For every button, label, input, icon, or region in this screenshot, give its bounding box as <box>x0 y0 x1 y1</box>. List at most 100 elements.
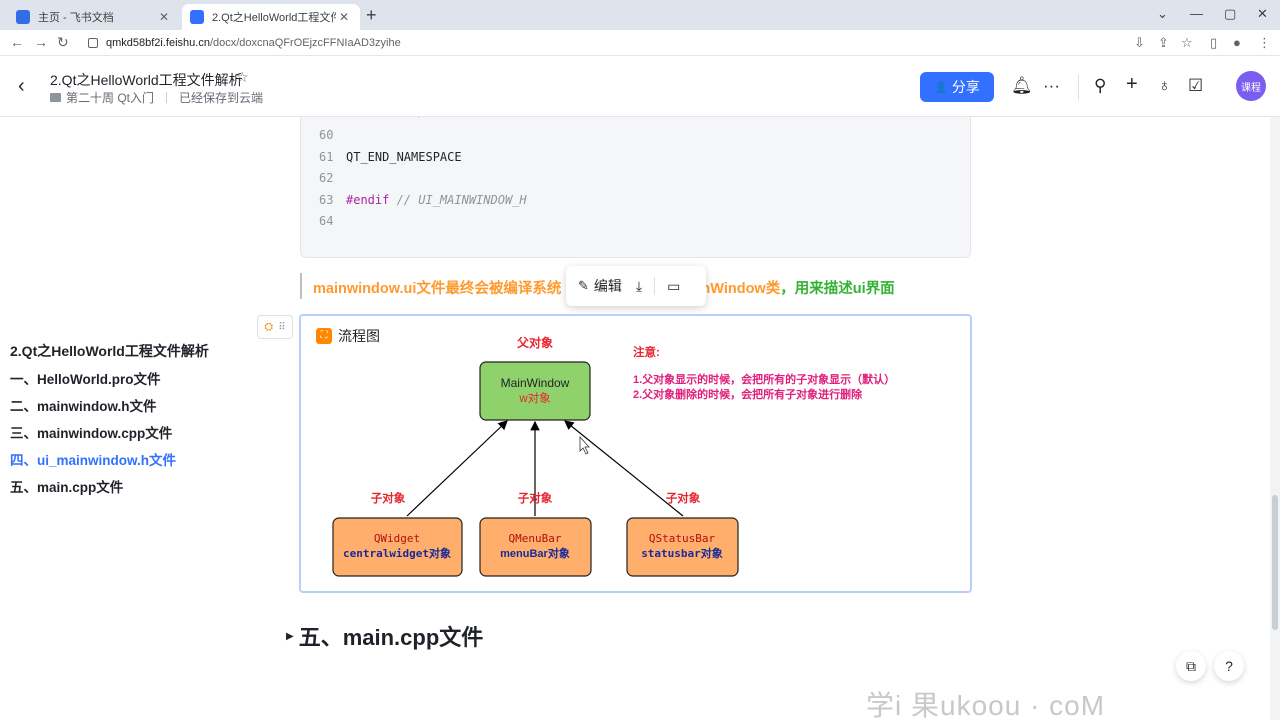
child-node[interactable] <box>626 517 739 577</box>
new-tab-button[interactable]: + <box>366 5 377 25</box>
more-icon[interactable]: ··· <box>1043 76 1060 95</box>
checkbox-icon[interactable]: ☑ <box>1188 76 1204 95</box>
search-icon[interactable]: ⚲ <box>1094 76 1107 95</box>
quote-bar <box>300 273 302 299</box>
document-outline: 2.Qt之HelloWorld工程文件解析 一、HelloWorld.pro文件… <box>10 338 250 501</box>
site-info-icon[interactable] <box>88 38 98 48</box>
child-label: 子对象 <box>518 491 553 505</box>
line-number: 60 <box>319 128 334 142</box>
pen-icon: ✎ <box>578 278 589 293</box>
edit-label: 编辑 <box>593 278 622 294</box>
sidepanel-icon[interactable]: ▯ <box>1210 35 1218 50</box>
floating-toolbar: ✎ 编辑 ⤓ ▭ <box>566 266 706 306</box>
minimize-icon[interactable]: — <box>1190 6 1203 21</box>
flowchart-title: 流程图 <box>338 328 380 344</box>
code-token: } // namespace Ui <box>346 117 469 118</box>
child-node-class: QMenuBar <box>509 532 562 545</box>
flowchart-block[interactable]: ⛶ 流程图 父对象 MainWindow w对象 注意: 1.父对象显示的时候，… <box>299 314 972 593</box>
outline-title[interactable]: 2.Qt之HelloWorld工程文件解析 <box>10 343 209 359</box>
feishu-favicon-icon <box>16 10 30 24</box>
child-node-class: QWidget <box>374 532 420 545</box>
child-node-object: menuBar对象 <box>500 546 570 560</box>
bulb-icon[interactable]: ♁ <box>1158 76 1171 95</box>
line-number: 64 <box>319 214 334 228</box>
back-nav-icon[interactable]: ← <box>10 34 24 50</box>
tab-title: 主页 - 飞书文档 <box>38 12 114 24</box>
scrollbar[interactable] <box>1270 117 1280 720</box>
child-label: 子对象 <box>371 491 406 505</box>
url-host: qmkd58bf2i.feishu.cn <box>106 37 210 49</box>
highlight-text: ，用来描述ui界面 <box>780 281 895 297</box>
code-line: 62 <box>319 168 346 188</box>
star-icon[interactable]: ☆ <box>236 69 249 85</box>
flowchart-icon: ⛶ <box>316 328 332 344</box>
back-arrow-icon[interactable]: ‹ <box>18 75 25 97</box>
bookmark-star-icon[interactable]: ☆ <box>1181 35 1193 50</box>
url-field[interactable]: qmkd58bf2i.feishu.cn/docx/doxcnaQFrOEjzc… <box>80 32 1200 54</box>
flowchart-header: ⛶ 流程图 <box>316 326 380 346</box>
note-line: 1.父对象显示的时候，会把所有的子对象显示（默认） <box>633 372 895 386</box>
outline-item[interactable]: 三、mainwindow.cpp文件 <box>10 426 173 441</box>
browser-tab-strip: 主页 - 飞书文档 ✕ 2.Qt之HelloWorld工程文件解析 ✕ + ⌄ … <box>0 0 1280 30</box>
parent-node-object: w对象 <box>518 391 550 405</box>
section-heading[interactable]: ▶ 五、main.cpp文件 <box>286 620 483 652</box>
browser-menu-icon[interactable]: ⋮ <box>1258 35 1271 50</box>
code-token: // UI_MAINWINDOW_H <box>389 193 527 207</box>
highlight-text: mainwindow.ui文件最终会被编译系统 <box>313 281 562 297</box>
download-icon[interactable]: ⤓ <box>635 277 643 294</box>
scrollbar-thumb[interactable] <box>1272 495 1278 630</box>
parent-node-name: MainWindow <box>501 376 570 390</box>
profile-icon[interactable]: ● <box>1233 35 1241 50</box>
flowchart-block-icon: ⛭ <box>264 320 274 333</box>
code-token: #endif <box>346 193 390 207</box>
child-node-class: QStatusBar <box>649 532 716 545</box>
outline-item-active[interactable]: 四、ui_mainwindow.h文件 <box>10 453 177 468</box>
help-button[interactable]: ? <box>1214 651 1244 681</box>
install-icon[interactable]: ⇩ <box>1134 35 1145 50</box>
url-path: /docx/doxcnaQFrOEjzcFFNIaAD3zyihe <box>209 37 401 49</box>
flowchart-diagram: 父对象 MainWindow w对象 注意: 1.父对象显示的时候，会把所有的子… <box>332 335 895 577</box>
doc-tools-button[interactable]: ⧉ <box>1176 651 1206 681</box>
bell-icon[interactable]: 🔔︎ <box>1011 76 1033 95</box>
child-node-object: statusbar对象 <box>641 546 723 560</box>
avatar[interactable]: 课程 <box>1236 71 1266 101</box>
outline-item[interactable]: 一、HelloWorld.pro文件 <box>10 372 161 387</box>
block-handle[interactable]: ⛭⠿ <box>257 315 293 339</box>
edit-button[interactable]: ✎ 编辑 <box>578 276 622 296</box>
line-number: 63 <box>319 193 334 207</box>
tab-title: 2.Qt之HelloWorld工程文件解析 <box>212 12 336 24</box>
outline-item[interactable]: 五、main.cpp文件 <box>10 480 124 495</box>
code-line: 64 <box>319 211 346 231</box>
child-node-object: centralwidget对象 <box>343 546 451 560</box>
child-node[interactable] <box>332 517 463 577</box>
plus-icon[interactable]: + <box>1126 73 1138 95</box>
collapse-triangle-icon[interactable]: ▶ <box>286 630 294 642</box>
note-title: 注意: <box>633 345 660 359</box>
close-tab-icon[interactable]: ✕ <box>338 10 350 24</box>
close-window-icon[interactable]: ✕ <box>1257 6 1268 21</box>
comment-icon[interactable]: ▭ <box>667 277 681 294</box>
line-number: 61 <box>319 150 334 164</box>
tab-document[interactable]: 2.Qt之HelloWorld工程文件解析 ✕ <box>182 4 360 30</box>
connector-arrow <box>564 420 684 517</box>
share-button[interactable]: 👤 分享 <box>920 72 994 102</box>
note-line: 2.父对象删除的时候，会把所有子对象进行删除 <box>633 387 863 401</box>
tab-home[interactable]: 主页 - 飞书文档 ✕ <box>8 4 180 30</box>
tab-search-icon[interactable]: ⌄ <box>1157 6 1168 21</box>
reload-icon[interactable]: ↻ <box>57 34 69 50</box>
drag-handle-icon[interactable]: ⠿ <box>278 321 286 333</box>
child-node[interactable] <box>479 517 592 577</box>
parent-node[interactable] <box>479 361 591 421</box>
breadcrumb-folder[interactable]: 第二十周 Qt入门 <box>66 91 155 105</box>
forward-nav-icon[interactable]: → <box>34 34 48 50</box>
close-tab-icon[interactable]: ✕ <box>158 10 170 24</box>
child-label: 子对象 <box>666 491 701 505</box>
share-page-icon[interactable]: ⇪ <box>1158 35 1169 50</box>
divider <box>654 277 656 295</box>
outline-item[interactable]: 二、mainwindow.h文件 <box>10 399 157 414</box>
maximize-icon[interactable]: ▢ <box>1224 6 1237 21</box>
share-label: 分享 <box>951 79 980 95</box>
folder-icon <box>50 93 61 102</box>
doc-favicon-icon <box>190 10 204 24</box>
divider <box>1078 74 1079 100</box>
